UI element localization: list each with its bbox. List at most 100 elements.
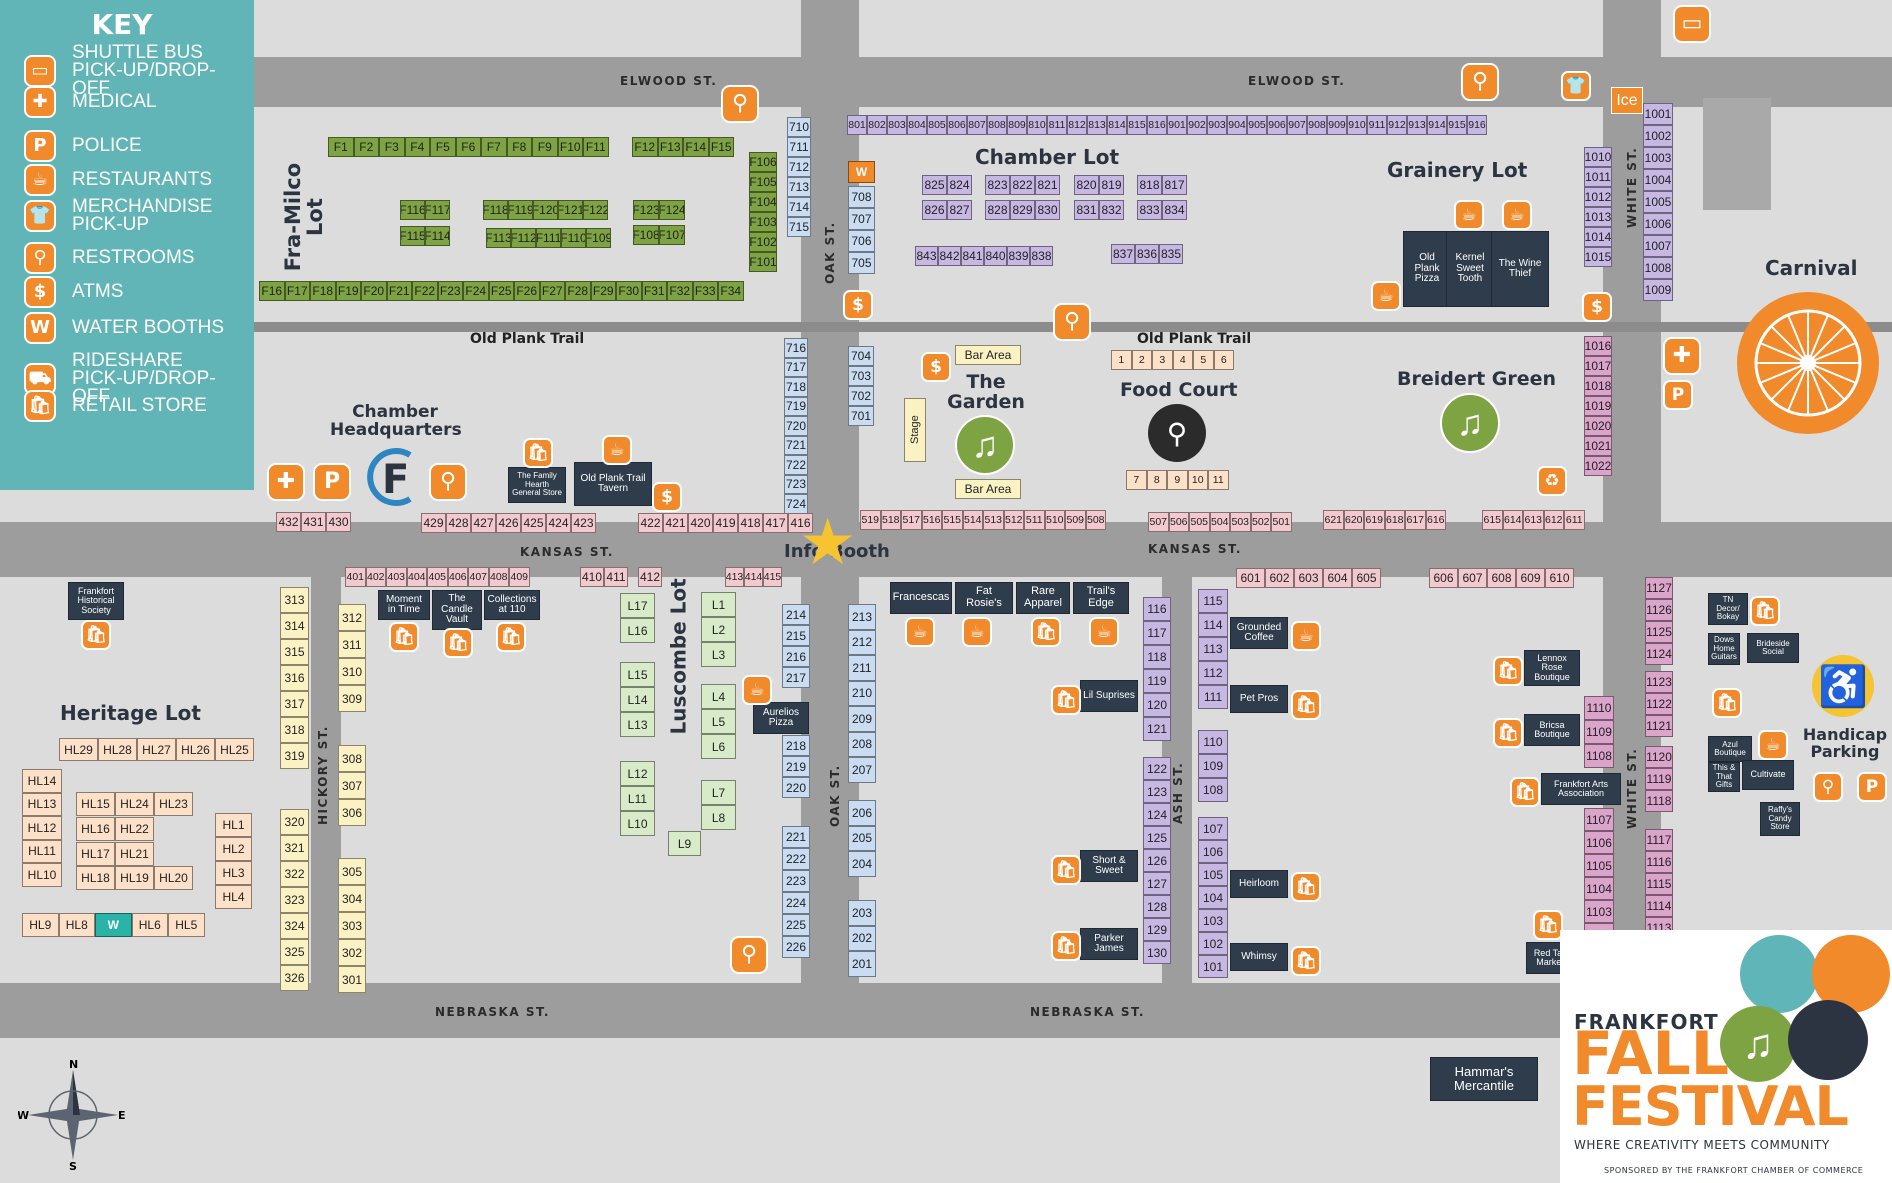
- booth-f111[interactable]: F111: [536, 228, 561, 248]
- booth-503[interactable]: 503: [1230, 512, 1251, 532]
- business-azul[interactable]: Azul Boutique: [1708, 736, 1752, 762]
- booth-hl21[interactable]: HL21: [115, 842, 154, 866]
- booth-1114[interactable]: 1114: [1645, 895, 1673, 917]
- booth-718[interactable]: 718: [784, 377, 808, 397]
- retail-bag-icon[interactable]: 🛍: [1031, 617, 1061, 647]
- booth-807[interactable]: 807: [967, 115, 987, 135]
- booth-717[interactable]: 717: [784, 357, 808, 377]
- booth-f14[interactable]: F14: [683, 137, 709, 157]
- booth-715[interactable]: 715: [787, 217, 811, 237]
- restaurant-icon[interactable]: ☕: [1089, 617, 1119, 647]
- booth-226[interactable]: 226: [782, 936, 810, 958]
- retail-bag-icon[interactable]: 🛍: [1510, 777, 1540, 807]
- booth-213[interactable]: 213: [848, 604, 876, 630]
- booth-704[interactable]: 704: [848, 346, 874, 366]
- booth-407[interactable]: 407: [468, 567, 489, 587]
- booth-f31[interactable]: F31: [641, 281, 667, 301]
- booth-f11[interactable]: F11: [583, 137, 609, 157]
- booth-615[interactable]: 615: [1482, 510, 1503, 530]
- booth-611[interactable]: 611: [1564, 510, 1585, 530]
- booth-310[interactable]: 310: [338, 658, 366, 685]
- booth-209[interactable]: 209: [848, 706, 876, 732]
- booth-127[interactable]: 127: [1143, 872, 1171, 895]
- booth-839[interactable]: 839: [1007, 246, 1030, 266]
- booth-220[interactable]: 220: [782, 777, 810, 798]
- booth-716[interactable]: 716: [784, 338, 808, 358]
- booth-1122[interactable]: 1122: [1645, 693, 1673, 715]
- booth-1103[interactable]: 1103: [1584, 900, 1614, 923]
- booth-812[interactable]: 812: [1067, 115, 1087, 135]
- business-lil-suprises[interactable]: Lil Suprises: [1080, 680, 1138, 712]
- business-kernel-sweet-tooth[interactable]: Kernel Sweet Tooth: [1446, 231, 1494, 307]
- booth-423[interactable]: 423: [571, 513, 596, 533]
- booth-318[interactable]: 318: [280, 717, 309, 743]
- retail-bag-icon[interactable]: 🛍: [1533, 910, 1563, 940]
- booth-609[interactable]: 609: [1516, 568, 1545, 588]
- booth-f114[interactable]: F114: [425, 226, 450, 246]
- music-note-icon[interactable]: ♫: [1440, 393, 1500, 453]
- booth-1021[interactable]: 1021: [1584, 436, 1612, 456]
- booth-702[interactable]: 702: [848, 386, 874, 406]
- booth-505[interactable]: 505: [1189, 512, 1210, 532]
- booth-809[interactable]: 809: [1007, 115, 1027, 135]
- booth-206[interactable]: 206: [848, 800, 876, 826]
- booth-914[interactable]: 914: [1427, 115, 1447, 135]
- booth-hl9[interactable]: HL9: [22, 913, 59, 937]
- booth-f33[interactable]: F33: [692, 281, 718, 301]
- booth-l8[interactable]: L8: [701, 805, 736, 830]
- booth-707[interactable]: 707: [848, 208, 875, 230]
- booth-414[interactable]: 414: [744, 567, 763, 587]
- retail-bag-icon[interactable]: 🛍: [496, 622, 526, 652]
- booth-f8[interactable]: F8: [506, 137, 532, 157]
- booth-f22[interactable]: F22: [412, 281, 438, 301]
- booth-801[interactable]: 801: [847, 115, 867, 135]
- booth-hl17[interactable]: HL17: [76, 842, 115, 866]
- booth-321[interactable]: 321: [280, 835, 309, 861]
- business-arts-association[interactable]: Frankfort Arts Association: [1541, 773, 1621, 805]
- water-booth-oak[interactable]: W: [848, 161, 875, 183]
- retail-bag-icon[interactable]: 🛍: [523, 438, 553, 468]
- booth-838[interactable]: 838: [1030, 246, 1053, 266]
- business-heirloom[interactable]: Heirloom: [1230, 870, 1288, 898]
- bus-icon[interactable]: ▭: [1673, 5, 1711, 43]
- booth-514[interactable]: 514: [962, 510, 983, 530]
- booth-314[interactable]: 314: [280, 613, 309, 639]
- booth-hl4[interactable]: HL4: [215, 885, 252, 909]
- booth-430[interactable]: 430: [326, 512, 351, 532]
- booth-829[interactable]: 829: [1010, 200, 1035, 220]
- booth-109[interactable]: 109: [1198, 754, 1228, 778]
- booth-504[interactable]: 504: [1209, 512, 1230, 532]
- booth-431[interactable]: 431: [301, 512, 326, 532]
- booth-1006[interactable]: 1006: [1643, 213, 1673, 235]
- retail-bag-icon[interactable]: 🛍: [443, 628, 473, 658]
- booth-108[interactable]: 108: [1198, 778, 1228, 802]
- booth-416[interactable]: 416: [788, 513, 813, 533]
- booth-304[interactable]: 304: [338, 885, 366, 912]
- booth-1125[interactable]: 1125: [1645, 621, 1673, 643]
- booth-840[interactable]: 840: [984, 246, 1007, 266]
- booth-l13[interactable]: L13: [620, 712, 655, 737]
- booth-f3[interactable]: F3: [379, 137, 405, 157]
- booth-hl15[interactable]: HL15: [76, 792, 115, 816]
- business-lennox-rose[interactable]: Lennox Rose Boutique: [1524, 650, 1580, 686]
- booth-hl1[interactable]: HL1: [215, 813, 252, 837]
- business-aurelios[interactable]: Aurelios Pizza: [753, 702, 809, 734]
- booth-f13[interactable]: F13: [657, 137, 683, 157]
- booth-908[interactable]: 908: [1307, 115, 1327, 135]
- booth-828[interactable]: 828: [985, 200, 1010, 220]
- booth-701[interactable]: 701: [848, 406, 874, 426]
- booth-306[interactable]: 306: [338, 799, 366, 826]
- booth-613[interactable]: 613: [1523, 510, 1544, 530]
- booth-832[interactable]: 832: [1099, 200, 1124, 220]
- booth-519[interactable]: 519: [860, 510, 881, 530]
- booth-601[interactable]: 601: [1236, 568, 1265, 588]
- booth-112[interactable]: 112: [1198, 661, 1228, 685]
- booth-912[interactable]: 912: [1387, 115, 1407, 135]
- booth-509[interactable]: 509: [1065, 510, 1086, 530]
- atm-icon[interactable]: $: [1582, 292, 1612, 322]
- booth-833[interactable]: 833: [1137, 200, 1162, 220]
- atm-icon[interactable]: $: [921, 352, 951, 382]
- booth-804[interactable]: 804: [907, 115, 927, 135]
- booth-1022[interactable]: 1022: [1584, 456, 1612, 476]
- booth-608[interactable]: 608: [1487, 568, 1516, 588]
